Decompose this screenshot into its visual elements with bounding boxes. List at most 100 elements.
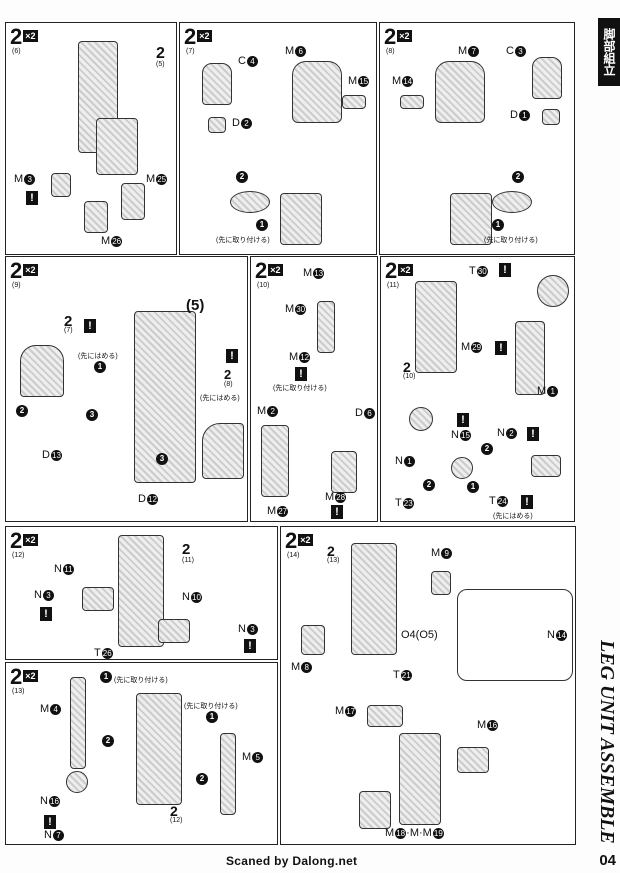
step-number: 2×2(9) xyxy=(10,258,38,289)
note-text: (先にはめる) xyxy=(493,513,533,520)
assembly-view xyxy=(492,191,532,213)
leg-body xyxy=(136,693,182,805)
order-number: 2 xyxy=(423,479,435,491)
step-number: 2×2(11) xyxy=(385,258,413,289)
leg-frame xyxy=(331,451,357,493)
armor-part xyxy=(457,747,489,773)
step-panel-9: 2×2(9) 2 (7) ! (先にはめる) (5) ! 2 (8) (先にはめ… xyxy=(5,256,248,522)
order-number: 2 xyxy=(481,443,493,455)
note-text: (先にはめる) xyxy=(200,395,240,402)
small-part xyxy=(208,117,226,133)
part-label: 2 xyxy=(327,543,335,559)
step-number: 2×2(13) xyxy=(10,664,38,695)
step-number: 2×2(8) xyxy=(384,24,412,55)
warning-icon: ! xyxy=(40,607,52,621)
small-part xyxy=(400,95,424,109)
warning-icon: ! xyxy=(44,815,56,829)
part-label: (12) xyxy=(170,817,183,824)
note-text: (先にはめる) xyxy=(78,353,118,360)
assembly-view xyxy=(280,193,322,245)
detail-view xyxy=(457,589,573,681)
part-label: 2 xyxy=(64,313,73,330)
joint-part xyxy=(409,407,433,431)
joint-part xyxy=(158,619,190,643)
part-label: (11) xyxy=(182,557,194,564)
warning-icon: ! xyxy=(331,505,343,519)
part-label: 2 xyxy=(403,359,411,375)
armor-part xyxy=(202,423,244,479)
leg-body xyxy=(415,281,457,373)
warning-icon: ! xyxy=(295,367,307,381)
leg-body xyxy=(399,733,441,825)
small-part xyxy=(317,301,335,353)
small-part xyxy=(121,183,145,220)
warning-icon: ! xyxy=(26,191,38,205)
part-label: (5) xyxy=(156,61,165,68)
order-number: 2 xyxy=(236,171,248,183)
footer-credit: Scaned by Dalong.net xyxy=(226,854,358,868)
step-number: 2×2(12) xyxy=(10,528,38,559)
note-text: (先に取り付ける) xyxy=(273,385,327,392)
part-label: 2 xyxy=(170,803,178,819)
section-tab: 脚部組立 xyxy=(598,18,620,86)
order-number: 2 xyxy=(102,735,114,747)
warning-icon: ! xyxy=(244,639,256,653)
order-number: 1 xyxy=(256,219,268,231)
note-text: (先に取り付ける) xyxy=(216,237,270,244)
section-title: LEG UNIT ASSEMBLE xyxy=(596,640,618,844)
order-number: 2 xyxy=(196,773,208,785)
part-label: (5) xyxy=(186,297,205,314)
knee-part xyxy=(96,118,138,175)
armor-part xyxy=(435,61,485,123)
leg-body xyxy=(351,543,397,655)
order-number: 1 xyxy=(206,711,218,723)
warning-icon: ! xyxy=(84,319,96,333)
note-text: (先に取り付ける) xyxy=(484,237,538,244)
leg-frame xyxy=(261,425,289,497)
order-number: 1 xyxy=(492,219,504,231)
small-part xyxy=(51,173,71,197)
warning-icon: ! xyxy=(499,263,511,277)
warning-icon: ! xyxy=(521,495,533,509)
order-number: 1 xyxy=(467,481,479,493)
part-label-o4: O4(O5) xyxy=(401,629,438,641)
small-part xyxy=(542,109,560,125)
order-number: 2 xyxy=(16,405,28,417)
assembly-view xyxy=(230,191,270,213)
joint-part xyxy=(531,455,561,477)
